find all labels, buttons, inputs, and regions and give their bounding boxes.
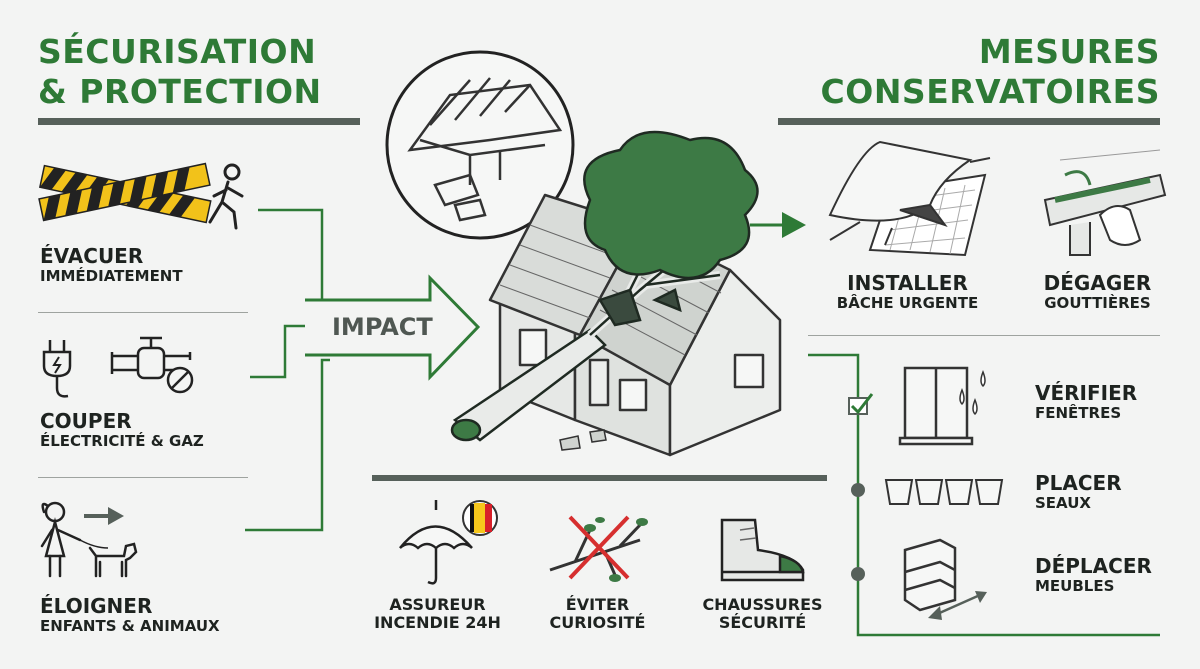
bottom-item-chaussures: CHAUSSURES SÉCURITÉ (685, 596, 840, 632)
left-title-bar (38, 118, 360, 125)
item-subheading: FENÊTRES (1035, 404, 1122, 422)
no-branch-icon (549, 515, 648, 582)
item-heading: COUPER (40, 409, 132, 433)
arrow-to-right (750, 212, 806, 238)
caution-tape-icon (38, 162, 212, 224)
gutter-cleaning-icon (1043, 149, 1167, 256)
right-item-degager: DÉGAGER GOUTTIÈRES (1025, 272, 1170, 312)
left-title-line2: & PROTECTION (38, 72, 322, 111)
connector-dots (851, 483, 865, 581)
item-subheading: SEAUX (1035, 494, 1091, 512)
right-divider (808, 335, 1160, 336)
buckets-icon (884, 479, 1004, 505)
right-item-deplacer: DÉPLACER MEUBLES (1035, 555, 1152, 595)
connector-lines-left (245, 208, 435, 532)
move-arrow-icon (928, 591, 987, 620)
item-heading: DÉGAGER (1043, 271, 1152, 295)
left-item-couper: COUPER ÉLECTRICITÉ & GAZ (40, 410, 204, 450)
belgium-flag-icon (462, 500, 498, 536)
item-line1: CHAUSSURES (702, 595, 823, 614)
right-title-bar (778, 118, 1160, 125)
fallen-tree-icon (450, 130, 759, 442)
left-section-title: SÉCURISATION & PROTECTION (38, 32, 322, 112)
item-heading: ÉVACUER (40, 244, 144, 268)
impact-label: IMPACT (332, 313, 433, 341)
check-box-icon (848, 393, 874, 415)
item-subheading: IMMÉDIATEMENT (40, 267, 183, 285)
left-item-evacuer: ÉVACUER IMMÉDIATEMENT (40, 245, 183, 285)
electric-plug-icon (42, 340, 72, 398)
debris-icon (559, 429, 607, 451)
window-icon (898, 366, 986, 446)
center-bottom-bar (372, 475, 827, 481)
item-heading: PLACER (1035, 471, 1122, 495)
impact-arrow (305, 274, 481, 381)
bottom-item-eviter: ÉVITER CURIOSITÉ (535, 596, 660, 632)
right-item-placer: PLACER SEAUX (1035, 472, 1122, 512)
dog-icon (88, 542, 138, 578)
item-line1: ÉVITER (565, 595, 630, 614)
running-person-icon (208, 163, 244, 230)
arrow-right-icon (84, 507, 124, 525)
left-divider-2 (38, 477, 248, 478)
umbrella-icon (399, 500, 473, 585)
item-line1: ASSUREUR (389, 595, 486, 614)
item-heading: INSTALLER (847, 271, 968, 295)
right-section-title: MESURES CONSERVATOIRES (821, 32, 1160, 112)
bottom-item-assureur: ASSUREUR INCENDIE 24H (365, 596, 510, 632)
item-subheading: ÉLECTRICITÉ & GAZ (40, 432, 204, 450)
child-icon (40, 501, 82, 578)
item-subheading: GOUTTIÈRES (1044, 294, 1151, 312)
right-item-verifier: VÉRIFIER FENÊTRES (1035, 382, 1137, 422)
item-subheading: MEUBLES (1035, 577, 1115, 595)
item-subheading: BÂCHE URGENTE (836, 294, 979, 312)
left-title-line1: SÉCURISATION (38, 32, 317, 71)
safety-boot-icon (720, 518, 805, 582)
left-item-eloigner: ÉLOIGNER ENFANTS & ANIMAUX (40, 595, 220, 635)
item-subheading: ENFANTS & ANIMAUX (40, 617, 220, 635)
item-heading: VÉRIFIER (1035, 381, 1138, 405)
item-heading: DÉPLACER (1035, 554, 1152, 578)
shelf-furniture-icon (903, 538, 957, 612)
right-title-line1: MESURES (978, 32, 1160, 71)
item-heading: ÉLOIGNER (40, 594, 153, 618)
gas-valve-icon (110, 336, 192, 380)
right-title-line2: CONSERVATOIRES (820, 72, 1160, 111)
tarp-icon (828, 140, 991, 257)
item-line2: SÉCURITÉ (718, 613, 807, 632)
left-divider-1 (38, 312, 248, 313)
item-line2: INCENDIE 24H (374, 613, 501, 632)
item-line2: CURIOSITÉ (549, 613, 646, 632)
leash-line (79, 539, 109, 549)
no-sign-icon (166, 366, 194, 394)
right-item-installer: INSTALLER BÂCHE URGENTE (820, 272, 995, 312)
